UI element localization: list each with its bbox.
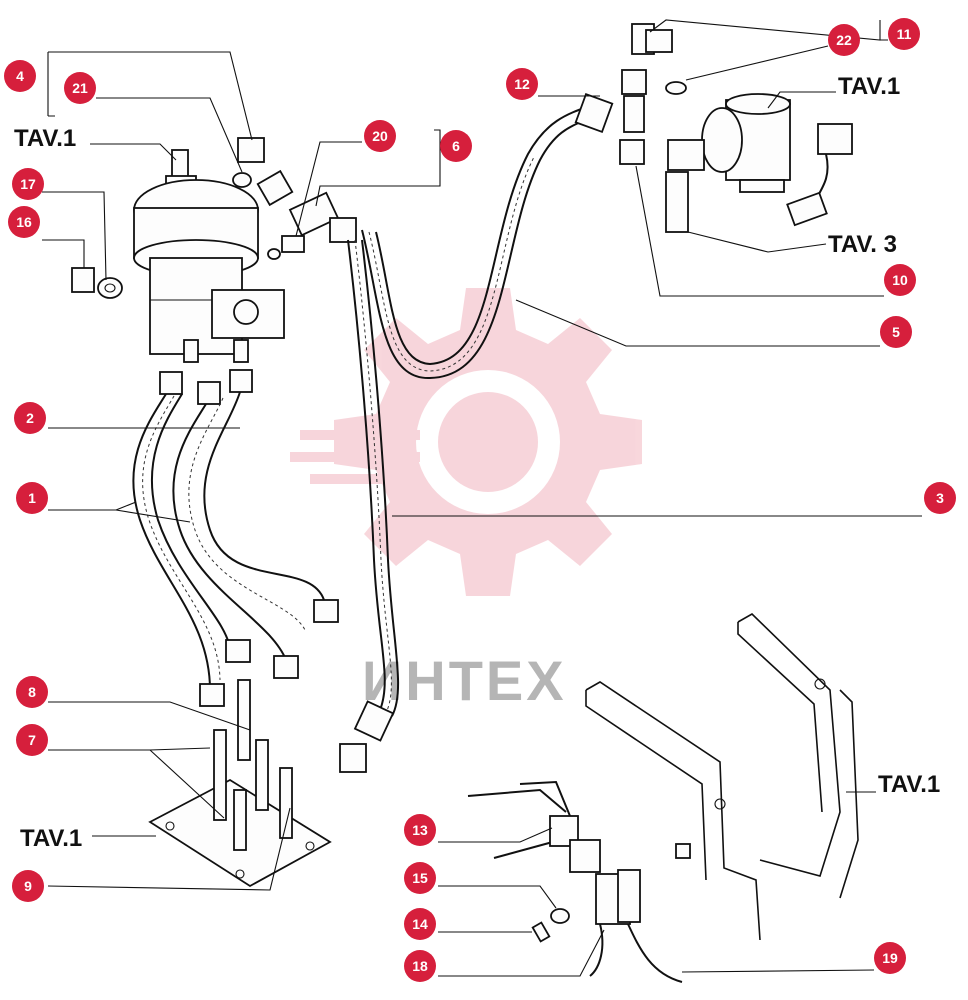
- svg-text:8: 8: [28, 684, 36, 700]
- hose-5: [361, 92, 614, 380]
- svg-text:5: 5: [892, 324, 900, 340]
- tav-label-valve: TAV.1: [14, 125, 76, 152]
- callout-badge-17: 17: [12, 168, 44, 200]
- callout-badge-11: 11: [888, 18, 920, 50]
- callout-badge-4: 4: [4, 60, 36, 92]
- hoses-1-2: [132, 369, 339, 707]
- svg-text:9: 9: [24, 878, 32, 894]
- tee-fitting: [267, 191, 357, 260]
- svg-text:4: 4: [16, 68, 24, 84]
- svg-text:16: 16: [16, 214, 32, 230]
- svg-text:17: 17: [20, 176, 36, 192]
- switch-assembly: [467, 780, 683, 983]
- hose-3: [339, 239, 400, 773]
- callout-badge-22: 22: [828, 24, 860, 56]
- leader-lines: [42, 19, 922, 977]
- top-right-fittings: [619, 23, 687, 165]
- watermark-gear-logo: [290, 288, 642, 596]
- callout-badge-5: 5: [880, 316, 912, 348]
- callout-badge-2: 2: [14, 402, 46, 434]
- tav-label-right-mid: TAV. 3: [828, 231, 897, 258]
- svg-text:21: 21: [72, 80, 88, 96]
- watermark-text: ИНТЕХ: [362, 649, 567, 712]
- svg-text:1: 1: [28, 490, 36, 506]
- svg-text:7: 7: [28, 732, 36, 748]
- callout-badge-8: 8: [16, 676, 48, 708]
- callout-badge-13: 13: [404, 814, 436, 846]
- callout-badge-9: 9: [12, 870, 44, 902]
- svg-text:12: 12: [514, 76, 530, 92]
- tav-label-pedal: TAV.1: [878, 771, 940, 798]
- callout-badge-18: 18: [404, 950, 436, 982]
- svg-text:10: 10: [892, 272, 908, 288]
- filter-housing: [665, 93, 853, 233]
- svg-text:13: 13: [412, 822, 428, 838]
- svg-text:22: 22: [836, 32, 852, 48]
- callout-badge-19: 19: [874, 942, 906, 974]
- callout-badge-3: 3: [924, 482, 956, 514]
- callout-badge-15: 15: [404, 862, 436, 894]
- callout-badge-14: 14: [404, 908, 436, 940]
- callout-badge-12: 12: [506, 68, 538, 100]
- callout-badge-21: 21: [64, 72, 96, 104]
- callout-badge-20: 20: [364, 120, 396, 152]
- svg-text:14: 14: [412, 916, 428, 932]
- svg-text:11: 11: [897, 26, 912, 42]
- plug-and-washer: [71, 267, 123, 299]
- callout-badge-10: 10: [884, 264, 916, 296]
- tav-label-top-right: TAV.1: [838, 73, 900, 100]
- callout-badge-7: 7: [16, 724, 48, 756]
- callout-badge-1: 1: [16, 482, 48, 514]
- tav-label-base-plate: TAV.1: [20, 825, 82, 852]
- svg-text:2: 2: [26, 410, 34, 426]
- elbow-fitting-top: [232, 137, 294, 207]
- svg-text:19: 19: [882, 950, 898, 966]
- base-plate-assembly: [148, 679, 332, 888]
- svg-text:20: 20: [372, 128, 388, 144]
- svg-text:15: 15: [412, 870, 428, 886]
- svg-text:6: 6: [452, 138, 460, 154]
- callout-badge-16: 16: [8, 206, 40, 238]
- hydraulic-valve-assembly: [133, 149, 285, 363]
- pedal-bracket: [585, 613, 859, 941]
- callout-badge-6: 6: [440, 130, 472, 162]
- svg-text:3: 3: [936, 490, 944, 506]
- svg-text:18: 18: [412, 958, 428, 974]
